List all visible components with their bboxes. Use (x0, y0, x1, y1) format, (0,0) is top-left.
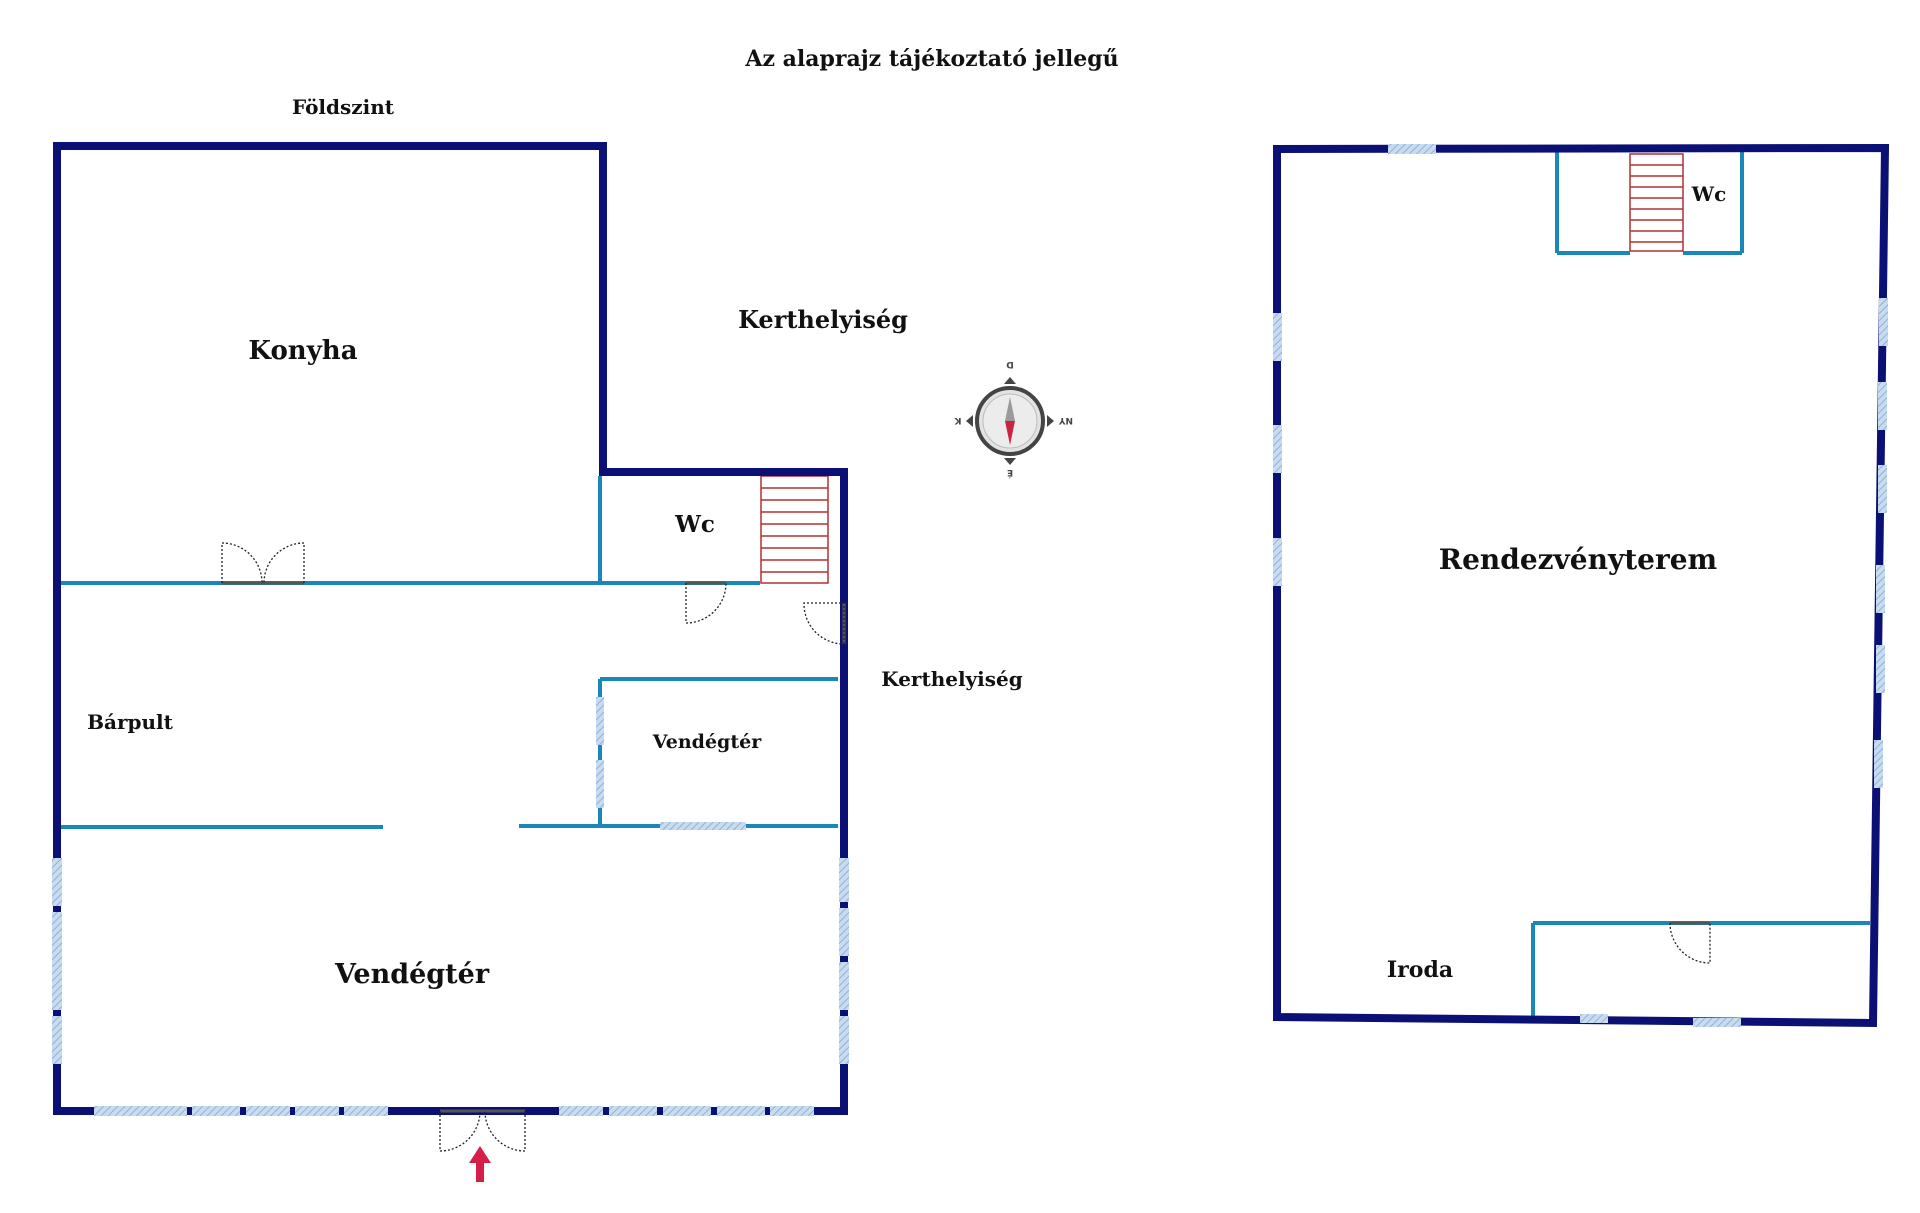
hall-room-label-iroda: Iroda (1387, 957, 1453, 983)
hall-outer-walls (1273, 143, 1890, 1028)
room-label-konyha: Konyha (248, 336, 357, 366)
hall-stairs (1629, 153, 1684, 252)
hall-windows (1273, 144, 1888, 1027)
compass-rose-icon: D É K NY (953, 359, 1073, 479)
compass-north-label: É (1007, 467, 1013, 479)
windows (52, 697, 849, 1116)
kitchen-double-door[interactable] (221, 542, 305, 585)
event-hall-building: Wc Rendezvényterem Iroda (1273, 143, 1890, 1028)
stairs (760, 475, 829, 584)
hall-interior-walls (1531, 150, 1870, 1020)
ground-floor-building: Konyha Wc Bárpult Vendégtér Vendégtér (52, 142, 849, 1182)
office-door[interactable] (1669, 921, 1711, 964)
plan-title: Az alaprajz tájékoztató jellegű (744, 46, 1118, 72)
hall-room-label-wc: Wc (1691, 182, 1727, 206)
floor-label: Földszint (292, 95, 395, 119)
wc-door[interactable] (685, 581, 727, 624)
room-label-barpult: Bárpult (87, 710, 174, 734)
room-label-vendegter-small: Vendégtér (652, 731, 762, 753)
hall-room-label-rendezvenyterem: Rendezvényterem (1439, 543, 1717, 576)
entrance-arrow-icon (469, 1146, 491, 1182)
terrace-label-top: Kerthelyiség (738, 305, 908, 334)
compass-west-label: NY (1058, 415, 1073, 425)
room-label-vendegter-main: Vendégtér (334, 959, 490, 990)
interior-walls (57, 476, 838, 829)
compass-east-label: K (953, 415, 961, 425)
entrance-double-door[interactable] (439, 1109, 526, 1152)
room-label-wc: Wc (674, 511, 715, 538)
ground-floor-outer-walls (53, 142, 848, 1115)
compass-south-label: D (1006, 359, 1013, 369)
terrace-label-side: Kerthelyiség (881, 667, 1023, 691)
side-door[interactable] (803, 602, 846, 645)
